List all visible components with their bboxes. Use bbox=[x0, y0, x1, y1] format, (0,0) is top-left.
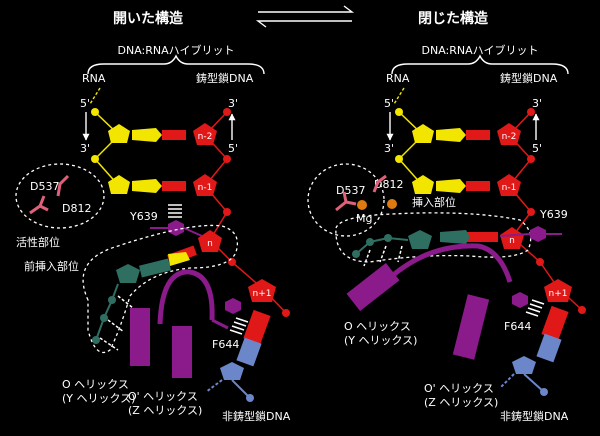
base-label-n-2: n-2 bbox=[198, 132, 213, 142]
o-helix-label: O ヘリックス bbox=[62, 378, 129, 391]
residue-f644: F644 bbox=[504, 320, 531, 333]
rna-base bbox=[436, 128, 466, 142]
template-base bbox=[162, 181, 186, 191]
template-sugar-n-2 bbox=[497, 123, 521, 145]
incoming-sugar bbox=[408, 230, 432, 249]
rna-base bbox=[132, 128, 162, 142]
op-helix-label: O' ヘリックス bbox=[128, 390, 198, 403]
equilibrium-arrows-icon bbox=[255, 5, 355, 28]
o-helix bbox=[130, 308, 150, 366]
template-sugar-n bbox=[198, 230, 222, 252]
insertion-site-region bbox=[335, 212, 532, 263]
base-label-n-2: n-2 bbox=[502, 132, 517, 142]
insertion-site-label: 挿入部位 bbox=[412, 195, 456, 209]
template-label: 鋳型鎖DNA bbox=[196, 71, 254, 85]
rna-3prime-label: 3' bbox=[384, 142, 394, 155]
y639-ring bbox=[168, 220, 184, 236]
residue-f644: F644 bbox=[212, 338, 239, 351]
base-label-n-1: n-1 bbox=[198, 183, 213, 193]
mg-ion bbox=[357, 200, 367, 210]
rna-sugar bbox=[108, 124, 130, 143]
hybrid-label: DNA:RNAハイブリット bbox=[422, 43, 539, 57]
template-sugar-n bbox=[500, 227, 524, 249]
f644-ring bbox=[512, 292, 528, 308]
template-label: 鋳型鎖DNA bbox=[500, 71, 558, 85]
title-open: 開いた構造 bbox=[113, 10, 183, 27]
base-label-n+1: n+1 bbox=[549, 289, 568, 299]
template-3prime-label: 3' bbox=[228, 97, 238, 110]
template-base bbox=[162, 130, 186, 140]
rna-sugar bbox=[108, 175, 130, 194]
base-label-n: n bbox=[207, 239, 213, 249]
hybrid-brace bbox=[87, 54, 265, 75]
template-sugar-n-1 bbox=[497, 174, 521, 196]
mg-ion bbox=[387, 199, 397, 209]
d812-sidechain bbox=[335, 174, 387, 212]
f644-ring bbox=[225, 298, 241, 314]
incoming-sugar bbox=[116, 264, 140, 283]
template-3prime-label: 3' bbox=[532, 97, 542, 110]
active-site-label: 活性部位 bbox=[16, 235, 60, 249]
preinsertion-site-label: 前挿入部位 bbox=[24, 259, 79, 273]
base-label-n+1: n+1 bbox=[253, 289, 272, 299]
residue-mg: Mg bbox=[356, 212, 372, 225]
o-helix bbox=[346, 262, 400, 312]
y639-ring bbox=[530, 226, 546, 242]
o-helix-alt-label: (Y ヘリックス) bbox=[62, 392, 135, 405]
op-helix-alt-label: (Z ヘリックス) bbox=[128, 404, 202, 417]
template-sugar-n+1 bbox=[544, 279, 572, 302]
title-closed: 閉じた構造 bbox=[418, 10, 488, 27]
o-helix-loop bbox=[390, 243, 513, 283]
rna-label: RNA bbox=[82, 72, 106, 85]
hybrid-label: DNA:RNAハイブリット bbox=[118, 43, 235, 57]
rna-5prime-label: 5' bbox=[80, 97, 90, 110]
base-label-n-1: n-1 bbox=[502, 183, 517, 193]
op-helix bbox=[172, 326, 192, 378]
residue-d537: D537 bbox=[336, 184, 365, 197]
nontemplate-label: 非鋳型鎖DNA bbox=[500, 409, 569, 423]
o-helix-alt-label: (Y ヘリックス) bbox=[344, 334, 417, 347]
open-structure-panel: DNA:RNAハイブリット RNA 鋳型鎖DNA 5' 3' 3' 5' bbox=[15, 43, 291, 423]
residue-d812: D812 bbox=[62, 202, 91, 215]
residue-d537: D537 bbox=[30, 180, 59, 193]
template-sugar-n+1 bbox=[248, 279, 276, 302]
template-sugar-n-1 bbox=[193, 174, 217, 196]
rna-label: RNA bbox=[386, 72, 410, 85]
residue-y639: Y639 bbox=[539, 208, 568, 221]
rna-sugar bbox=[412, 175, 434, 194]
hybrid-brace bbox=[391, 54, 569, 75]
rna-3prime-label: 3' bbox=[80, 142, 90, 155]
template-5prime-label: 5' bbox=[532, 142, 542, 155]
residue-y639: Y639 bbox=[129, 210, 158, 223]
nontemplate-label: 非鋳型鎖DNA bbox=[222, 409, 291, 423]
incoming-base bbox=[138, 258, 172, 278]
closed-structure-panel: DNA:RNAハイブリット RNA 鋳型鎖DNA 5' 3' 3' 5' bbox=[307, 43, 586, 423]
o-helix-loop bbox=[157, 269, 215, 325]
op-helix-alt-label: (Z ヘリックス) bbox=[424, 396, 498, 409]
d537-sidechain bbox=[29, 174, 70, 215]
active-site-region bbox=[15, 163, 105, 229]
o-helix-label: O ヘリックス bbox=[344, 320, 411, 333]
preinsertion-site-region bbox=[82, 224, 239, 354]
template-sugar-n-2 bbox=[193, 123, 217, 145]
template-base bbox=[466, 181, 490, 191]
template-5prime-label: 5' bbox=[228, 142, 238, 155]
op-helix-label: O' ヘリックス bbox=[424, 382, 494, 395]
rna-base bbox=[436, 179, 466, 193]
op-helix bbox=[452, 294, 490, 360]
base-label-n: n bbox=[509, 236, 515, 246]
rna-sugar bbox=[412, 124, 434, 143]
template-base bbox=[466, 130, 490, 140]
rna-5prime-label: 5' bbox=[384, 97, 394, 110]
active-site-region bbox=[307, 163, 385, 237]
rna-base bbox=[132, 179, 162, 193]
